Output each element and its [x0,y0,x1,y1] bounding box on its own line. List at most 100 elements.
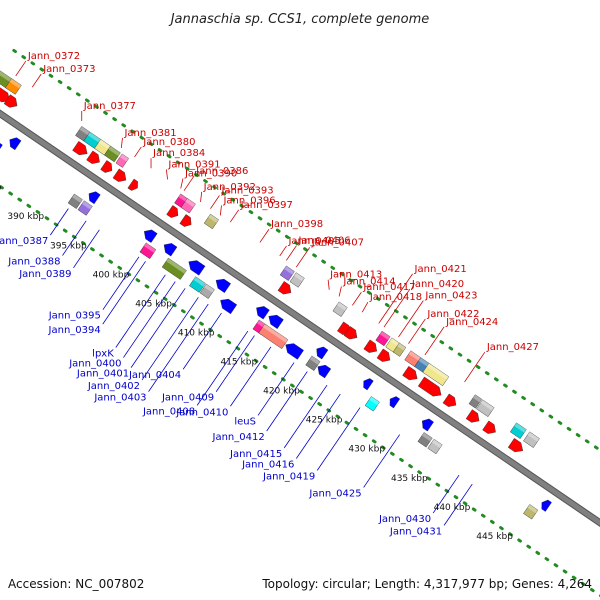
gene-highlight [397,342,406,351]
label-leader [182,312,222,370]
gene-label[interactable]: Jann_0418 [369,292,422,303]
gene-feature [305,355,321,371]
gene-highlight [108,146,121,156]
gene-label[interactable]: Jann_0412 [212,432,265,443]
gene-arrow [316,346,329,360]
gene-label[interactable]: Jann_0404 [128,370,181,381]
gene-label[interactable]: Jann_0390 [184,168,237,179]
gene-highlight [527,504,538,514]
gene-feature [277,281,292,295]
gene-features [0,69,552,520]
gene-block [289,272,305,288]
gene-feature [468,394,483,409]
gene-label[interactable]: Jann_0396 [222,195,275,206]
gene-feature [220,298,238,315]
label-leader [352,292,362,306]
label-leader [259,229,270,243]
gene-label[interactable]: Jann_0372 [27,51,80,62]
gene-label[interactable]: Jann_0414 [342,276,395,287]
lower-dotted-guide [0,184,600,598]
gene-label[interactable]: lpxK [92,349,114,360]
gene-feature [5,78,22,95]
gene-label[interactable]: Jann_0397 [240,200,293,211]
label-leader [286,245,297,261]
gene-label[interactable]: Jann_0373 [42,64,95,75]
label-leader [424,326,445,356]
gene-feature [389,396,401,409]
gene-label[interactable]: Jann_0389 [18,269,71,280]
gene-label[interactable]: Jann_0410 [175,407,228,418]
gene-highlight [143,242,156,253]
gene-label[interactable]: Jann_0401 [76,369,129,380]
gene-label[interactable]: Jann_0425 [308,488,361,499]
gene-label[interactable]: Jann_0421 [414,264,467,275]
gene-label[interactable]: Jann_0423 [424,291,477,302]
gene-label[interactable]: Jann_0431 [389,526,442,537]
gene-label[interactable]: Jann_0430 [378,514,431,525]
label-leader [363,434,400,488]
gene-highlight [389,337,401,347]
gene-block [139,242,157,259]
gene-block [115,153,129,168]
gene-arrow [72,141,88,156]
gene-label[interactable]: Jann_0386 [195,166,248,177]
gene-label[interactable]: Jann_0381 [123,128,176,139]
gene-label[interactable]: Jann_0388 [7,257,60,268]
gene-label[interactable]: Jann_0394 [48,325,101,336]
gene-feature [332,301,348,317]
gene-feature [523,431,540,448]
gene-label[interactable]: Jann_0395 [48,311,101,322]
gene-label[interactable]: Jann_0392 [203,182,256,193]
gene-highlight [193,276,206,287]
label-leader [73,229,100,269]
gene-feature [427,438,443,455]
gene-block [180,198,196,214]
gene-label[interactable]: Jann_0419 [262,471,315,482]
gene-feature [161,257,187,280]
label-leader [383,288,411,328]
gene-feature [417,432,433,448]
gene-highlight [408,350,421,361]
gene-block [523,431,540,448]
gene-label[interactable]: Jann_0427 [486,342,539,353]
gene-label[interactable]: Jann_0413 [329,270,382,281]
gene-label[interactable]: leuS [234,416,256,427]
gene-label[interactable]: Jann_0402 [87,381,140,392]
gene-feature [100,160,113,173]
gene-highlight [208,214,219,223]
gene-label[interactable]: Jann_0415 [229,449,282,460]
gene-label[interactable]: Jann_0408 [142,406,195,417]
gene-label[interactable]: Jann_0406 [297,236,350,247]
gene-label[interactable]: Jann_0417 [362,282,415,293]
gene-label[interactable]: Jann_0391 [167,159,220,170]
gene-label[interactable]: Jann_0398 [270,219,323,230]
label-leaders [15,60,486,526]
gene-label[interactable]: Jann_0377 [83,101,136,112]
gene-label[interactable]: Jann_0387 [0,236,48,247]
tick-label: 410 kbp [178,328,215,338]
gene-label[interactable]: Jann_0409 [161,393,214,404]
gene-label[interactable]: Jann_0422 [426,309,479,320]
gene-label[interactable]: Jann_0424 [445,317,498,328]
gene-label[interactable]: Jann_0380 [142,137,195,148]
gene-label[interactable]: Jann_0393 [220,185,273,196]
gene-block [199,283,215,299]
gene-arrow [317,364,332,379]
gene-feature [363,339,378,353]
label-leader [295,247,311,268]
tick-label: 415 kbp [220,358,257,368]
gene-label[interactable]: Jann_0403 [93,393,146,404]
label-leader [432,474,460,514]
gene-arrow [541,499,552,512]
gene-label[interactable]: Jann_0407 [311,237,364,248]
gene-label[interactable]: Jann_0405 [287,236,340,247]
gene-feature [375,330,391,347]
gene-label[interactable]: Jann_0384 [152,148,205,159]
gene-feature [163,243,178,257]
gene-feature [215,278,231,293]
label-leader [31,73,42,88]
gene-label[interactable]: Jann_0400 [68,359,121,370]
backbone-line [0,110,600,526]
gene-label[interactable]: Jann_0420 [411,279,464,290]
gene-label[interactable]: Jann_0416 [241,459,294,470]
